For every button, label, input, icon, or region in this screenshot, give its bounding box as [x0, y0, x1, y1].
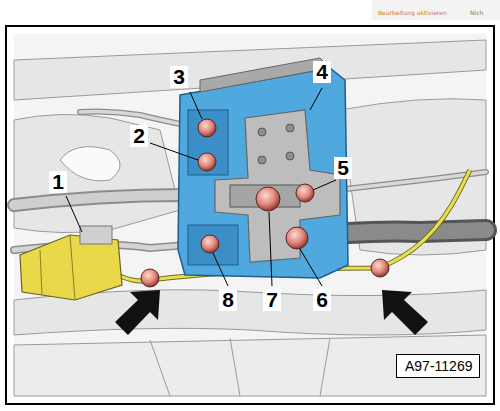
callout-number: 8 — [219, 289, 237, 311]
screen-note: Nich — [470, 10, 483, 16]
figure-number-box: A97-11269 — [396, 354, 480, 378]
callout-number: 3 — [170, 66, 188, 88]
arrow — [382, 290, 428, 335]
screen-note: Bearbeitung aktivieren — [378, 10, 447, 16]
connector — [20, 226, 122, 300]
ground — [14, 34, 486, 396]
frame — [6, 26, 494, 404]
callout-number: 1 — [49, 171, 67, 193]
fuse-box — [178, 58, 348, 278]
callout-number: 2 — [130, 125, 148, 147]
screen-panel — [372, 0, 500, 20]
bolts — [141, 119, 389, 287]
body-panels — [14, 40, 486, 396]
callout-number: 7 — [263, 289, 281, 311]
figure-number: A97-11269 — [405, 358, 471, 374]
callout-number: 4 — [313, 61, 331, 83]
leader-lines — [66, 88, 336, 286]
callout-number: 6 — [313, 289, 331, 311]
arrow — [115, 290, 160, 335]
callout-number: 5 — [334, 157, 352, 179]
